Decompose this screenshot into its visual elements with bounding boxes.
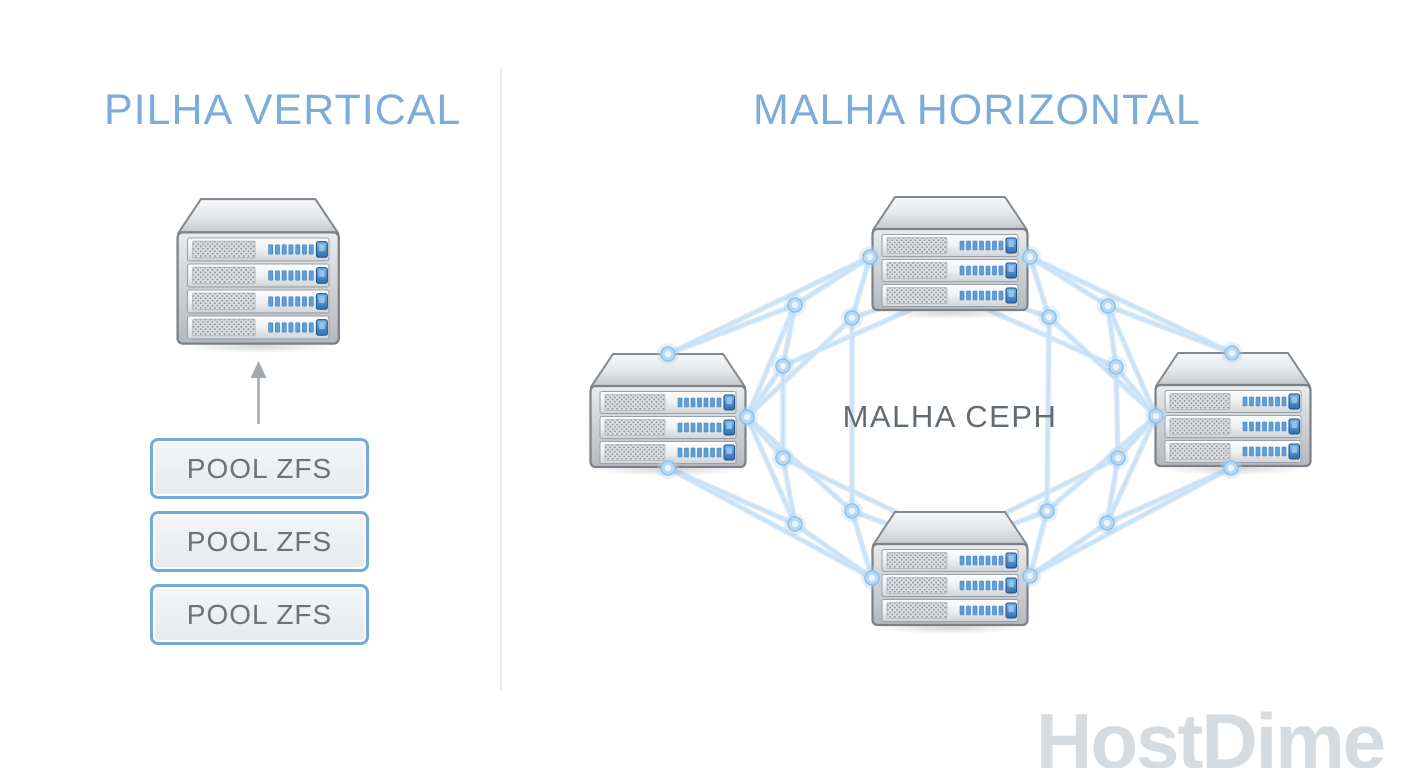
pool-zfs-box: POOL ZFS (150, 584, 369, 645)
mesh-node (840, 499, 864, 523)
up-arrow-icon (250, 361, 267, 424)
mesh-node (771, 354, 795, 378)
mesh-node (1219, 456, 1243, 480)
mesh-node (1220, 341, 1244, 365)
mesh-node (1096, 294, 1120, 318)
mesh-node (858, 245, 882, 269)
panel-divider (500, 68, 502, 690)
pool-zfs-label: POOL ZFS (186, 452, 333, 484)
mesh-node (860, 566, 884, 590)
mesh-node (656, 342, 680, 366)
mesh-node (1144, 404, 1168, 428)
ceph-server-top-icon (873, 197, 1028, 319)
mesh-node (771, 446, 795, 470)
zfs-server-stack-icon (178, 199, 339, 353)
pool-zfs-stack: POOL ZFS POOL ZFS POOL ZFS (150, 438, 369, 657)
left-panel-title: PILHA VERTICAL (104, 86, 462, 134)
mesh-node (1104, 355, 1128, 379)
mesh-node (1095, 511, 1119, 535)
pool-zfs-box: POOL ZFS (150, 438, 369, 499)
ceph-mesh-label: MALHA CEPH (842, 399, 1058, 434)
pool-zfs-label: POOL ZFS (186, 598, 333, 630)
pool-zfs-label: POOL ZFS (186, 525, 333, 557)
mesh-node (1106, 446, 1130, 470)
ceph-server-right-icon (1156, 353, 1311, 475)
mesh-node (656, 456, 680, 480)
mesh-node (1037, 305, 1061, 329)
right-panel-title: MALHA HORIZONTAL (753, 86, 1201, 134)
mesh-node (735, 405, 759, 429)
mesh-node (1018, 564, 1042, 588)
mesh-node (783, 293, 807, 317)
hostdime-watermark: HostDime (1036, 697, 1386, 768)
mesh-node (783, 512, 807, 536)
mesh-node (840, 306, 864, 330)
mesh-node (1018, 245, 1042, 269)
mesh-node (1035, 499, 1059, 523)
ceph-server-bottom-icon (873, 512, 1028, 634)
pool-zfs-box: POOL ZFS (150, 511, 369, 572)
